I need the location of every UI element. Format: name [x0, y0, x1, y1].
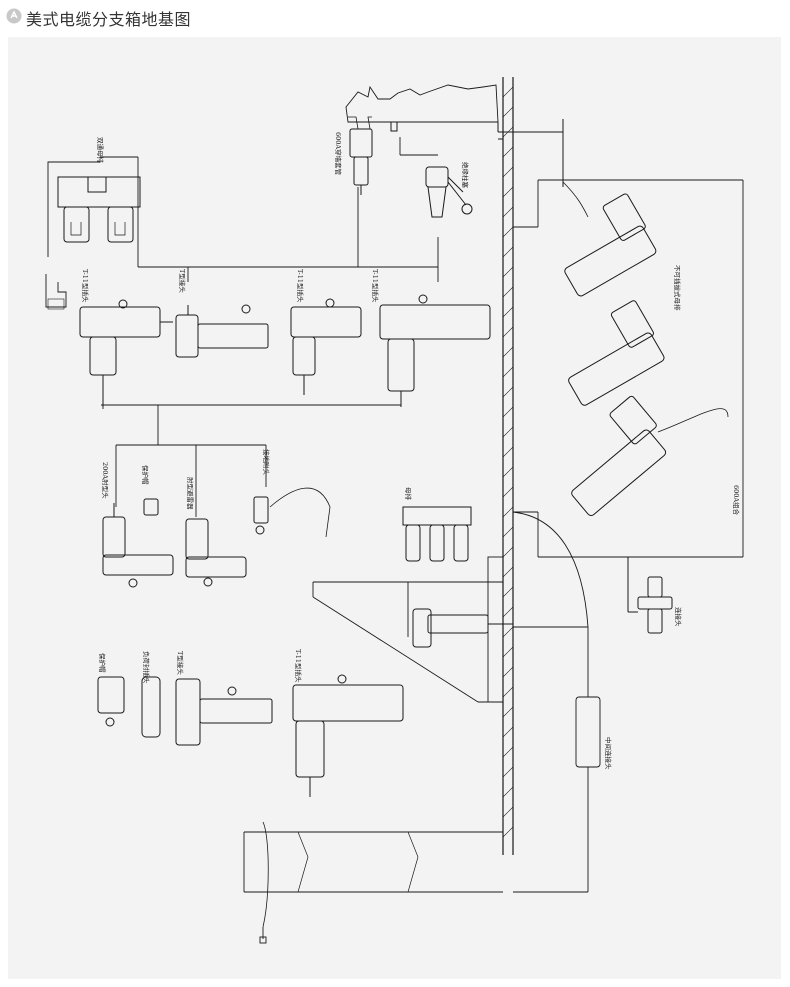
- elbow-arrester: [185, 518, 247, 587]
- right-plug-3: [571, 395, 667, 517]
- connection-lines-row1: [101, 404, 401, 517]
- label-mid-joint: 中间连接头: [604, 737, 613, 770]
- mounting-platform: [312, 556, 504, 703]
- label-bushing-600a: 600A穿墙套管: [334, 132, 343, 176]
- page-title: 美式电缆分支箱地基图: [26, 10, 192, 29]
- t11-plug-d: [292, 674, 404, 797]
- label-insulated-plug: 绝缘柱塞: [461, 162, 470, 189]
- logo-icon: [6, 8, 22, 24]
- grounding-tool: [253, 487, 331, 538]
- right-cable: [562, 181, 589, 218]
- label-t11-b: T-11型插头: [296, 269, 305, 303]
- label-cap-b: 保护帽: [98, 653, 107, 673]
- t-joint-a: [175, 304, 269, 358]
- mid-joint-cable: [512, 511, 601, 893]
- right-plug-1: [564, 193, 657, 297]
- label-link-plug: 连接头: [674, 607, 683, 627]
- bushing-600a: [348, 116, 373, 195]
- t11-plug-a: [79, 299, 173, 407]
- load-break-plug: [141, 676, 161, 738]
- connection-lines-top: [47, 137, 439, 282]
- label-t11-a: T-11型插头: [81, 269, 90, 303]
- label-ground-tool: 接地附头: [262, 449, 271, 476]
- label-combo-600: 600A组合: [732, 485, 741, 516]
- label-arrester: 肘型避雷器: [186, 477, 195, 510]
- diagram-panel: 双通母排 T-11型插头 T型接头 T-11型插头 T-11型插头 600A穿墙…: [8, 37, 781, 979]
- bracket-piece: [45, 274, 67, 308]
- label-insul-plug2: 负荷封插头: [142, 651, 151, 684]
- elbow-200a: [102, 503, 174, 588]
- t11-plug-c: [379, 294, 491, 407]
- t11-plug-b: [290, 298, 362, 395]
- wall: [502, 77, 514, 855]
- protective-cap-a: [143, 498, 159, 516]
- label-elbow-200a: 200A肘型头: [101, 462, 110, 499]
- protective-cap-b: [97, 676, 125, 727]
- platform-bushing-plug: [412, 608, 513, 648]
- label-nonsep-bus: 不可插拔式母排: [673, 265, 682, 311]
- ground-pipe: [243, 821, 503, 944]
- label-busbar: 双通母排: [96, 137, 105, 164]
- bracket-base: [47, 298, 65, 310]
- right-cable-2: [657, 408, 729, 433]
- label-t-joint-b: T型接头: [176, 651, 185, 675]
- label-cap-a: 保护帽: [141, 465, 150, 485]
- top-mounting-bracket: [345, 84, 564, 187]
- right-enclosure: [513, 179, 744, 558]
- page-header: 美式电缆分支箱地基图: [0, 0, 790, 32]
- double-busbar: [57, 176, 141, 243]
- label-busbar3: 母排: [404, 487, 413, 501]
- label-t11-d: T-11型插头: [294, 649, 303, 683]
- label-t11-c: T-11型插头: [371, 269, 380, 303]
- link-plug: [627, 557, 673, 634]
- triple-busbar: [402, 506, 472, 562]
- cable-branch-box-diagram: 双通母排 T-11型插头 T型接头 T-11型插头 T-11型插头 600A穿墙…: [45, 77, 744, 944]
- right-plug-2: [568, 300, 665, 406]
- label-t-joint-a: T型接头: [178, 269, 187, 293]
- t-joint-b: [175, 678, 273, 746]
- insulated-plug: [425, 166, 473, 218]
